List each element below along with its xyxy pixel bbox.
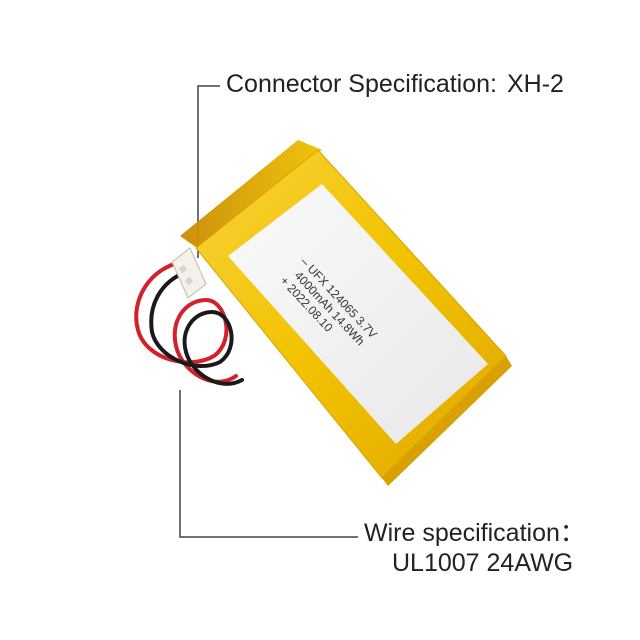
wire-spec-label: Wire specification：: [364, 519, 585, 547]
black-wire: [149, 270, 244, 386]
battery-wires: [134, 260, 244, 386]
connector-leader-line: [197, 85, 220, 258]
connector-spec-value: XH-2: [506, 70, 564, 98]
xh2-connector: [171, 247, 207, 299]
battery-label-area: [228, 184, 488, 444]
wire-leader-line: [179, 390, 358, 538]
connector-spec-label: Connector Specification:: [226, 70, 497, 98]
red-wire: [134, 260, 238, 384]
battery-side-edge: [382, 356, 512, 486]
connector-spec-callout: Connector Specification: XH-2: [226, 68, 564, 100]
battery-top-seal: [180, 140, 322, 250]
wire-spec-value: UL1007 24AWG: [392, 549, 574, 577]
battery-cell: – UFX 124065 3.7V 4000mAh 14.8Wh + 2022.…: [180, 140, 512, 486]
